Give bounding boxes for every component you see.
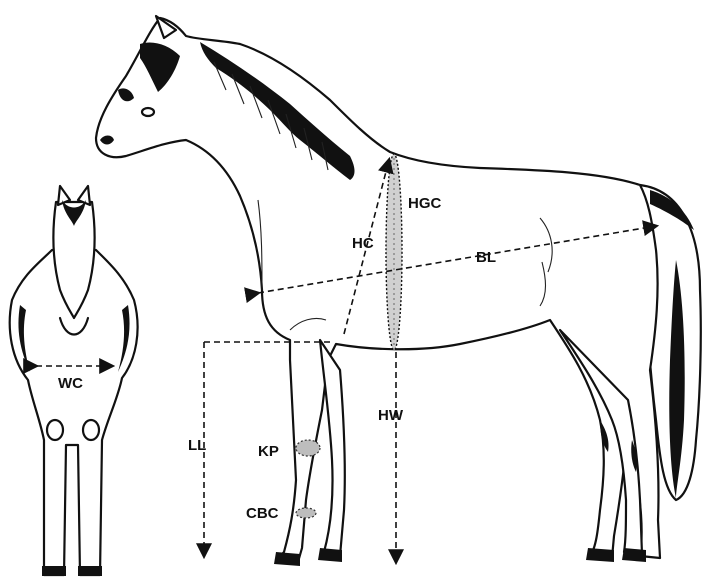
ll-label: LL: [188, 437, 206, 454]
wc-label: WC: [58, 375, 83, 392]
kp-label: KP: [258, 443, 279, 460]
hgc-label: HGC: [408, 195, 442, 212]
hw-measure: HW: [378, 352, 404, 562]
cbc-marker: [296, 508, 316, 518]
hw-label: HW: [378, 407, 404, 424]
bl-label: BL: [476, 249, 496, 266]
cbc-label: CBC: [246, 505, 279, 522]
hc-label: HC: [352, 235, 374, 252]
hgc-girth-band: [386, 154, 402, 350]
kp-marker: [296, 440, 320, 456]
